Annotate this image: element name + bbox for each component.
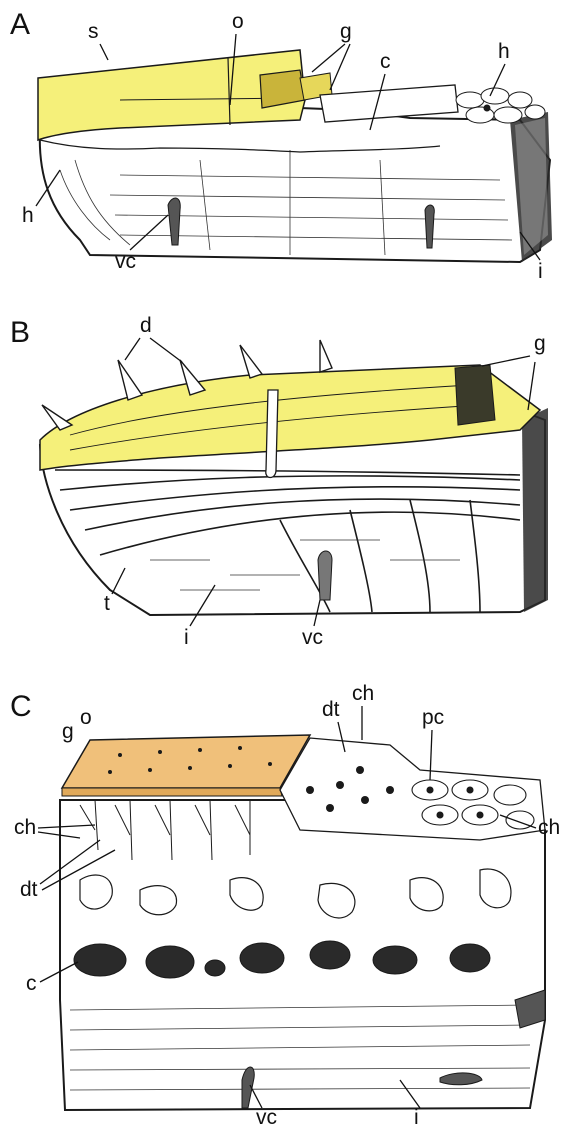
panel-a-bone-body (40, 108, 550, 262)
panel-a-vascular-canal (168, 198, 180, 245)
label-c-pc: pc (422, 706, 444, 729)
label-a-s: s (88, 20, 99, 43)
panel-c-vascular-canal (242, 1067, 254, 1108)
panel-c-letter: C (10, 690, 32, 723)
label-b-d: d (140, 314, 152, 337)
label-b-t: t (104, 592, 110, 615)
panel-a-lamellae (60, 150, 512, 255)
label-a-o: o (232, 10, 244, 33)
label-a-i: i (538, 260, 543, 283)
panel-a: A (10, 8, 552, 283)
label-a-c: c (380, 50, 391, 73)
panel-a-honeycomb (456, 88, 545, 123)
label-c-o: o (80, 706, 92, 729)
label-c-ch-right: ch (538, 816, 560, 839)
label-c-ch-left: ch (14, 816, 36, 839)
panel-a-middle-plate (320, 85, 458, 122)
panel-b-vascular-canal (318, 551, 332, 600)
panel-c: C (10, 682, 560, 1129)
panel-b-letter: B (10, 316, 30, 349)
label-c-i: i (414, 1106, 419, 1129)
label-a-vc: vc (115, 250, 136, 273)
panel-c-cavities (74, 941, 490, 978)
panel-c-outer-layer (62, 735, 310, 788)
panel-c-trabeculae (80, 869, 511, 918)
label-c-c: c (26, 972, 37, 995)
panel-a-letter: A (10, 8, 30, 41)
label-c-vc: vc (256, 1106, 277, 1129)
panel-a-canal-row (40, 140, 440, 152)
label-c-ch-top: ch (352, 682, 374, 705)
panel-b: B (10, 314, 548, 649)
label-b-i: i (184, 626, 189, 649)
label-c-dt-left: dt (20, 878, 38, 901)
panel-b-growth-lines (55, 470, 520, 612)
panel-b-right-face (522, 408, 548, 612)
panel-c-tubules (80, 800, 250, 860)
panel-b-ganoine-block (455, 365, 495, 425)
label-a-h-left: h (22, 204, 34, 227)
label-a-h-top: h (498, 40, 510, 63)
label-b-g: g (534, 332, 546, 355)
label-c-g: g (62, 720, 74, 743)
label-c-dt-top: dt (322, 698, 340, 721)
label-b-vc: vc (302, 626, 323, 649)
label-a-g: g (340, 20, 352, 43)
